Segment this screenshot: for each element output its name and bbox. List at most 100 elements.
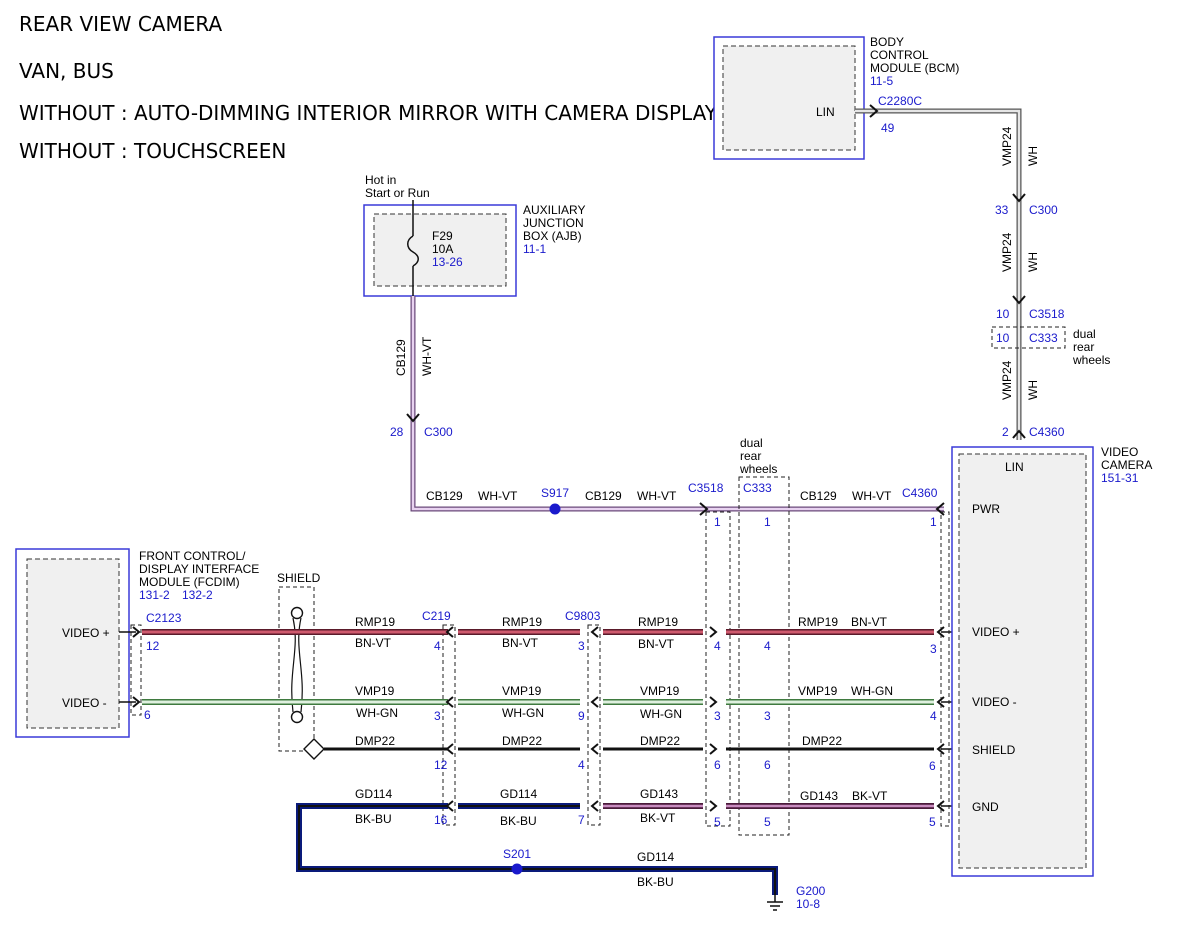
- vm-circuit-4: VMP19: [798, 684, 838, 698]
- gnd-color-2: BK-BU: [500, 814, 537, 828]
- power-wire: CB129 WH-VT 28 C300 CB129 WH-VT S917 CB1…: [390, 296, 945, 529]
- fcdim-pin-minus: 6: [144, 708, 151, 722]
- c3518-arrow-icon: [1012, 295, 1026, 305]
- c300-arrow-icon: [1012, 193, 1026, 203]
- sh-circuit-1: DMP22: [355, 734, 395, 748]
- camera-name-line-1: VIDEO: [1101, 445, 1138, 459]
- vm-circuit-2: VMP19: [502, 684, 542, 698]
- sh-circuit-2: DMP22: [502, 734, 542, 748]
- vm-color-4: WH-GN: [851, 684, 893, 698]
- power-dual-rear-line-1: dual: [740, 436, 763, 450]
- vm-circuit-3: VMP19: [640, 684, 680, 698]
- lin-c4360-pin: 2: [1002, 425, 1009, 439]
- vp-arrow-c219-icon: [445, 626, 454, 638]
- vp-color-1: BN-VT: [355, 636, 392, 650]
- diagram-title: REAR VIEW CAMERA: [19, 12, 222, 36]
- shield-drain-diamond-icon: [303, 738, 325, 760]
- sh-pin-camera: 6: [929, 759, 936, 773]
- ajb-name-line-3: BOX (AJB): [523, 229, 582, 243]
- bcm-ref: 11-5: [870, 74, 893, 88]
- ajb-name-line-2: JUNCTION: [523, 216, 584, 230]
- camera-pin-pwr: PWR: [972, 502, 1000, 516]
- gnd-pin-camera: 5: [929, 815, 936, 829]
- camera-pin-lin: LIN: [1005, 460, 1024, 474]
- power-c3518-name: C3518: [688, 481, 724, 495]
- fcdim-pin-plus: 12: [146, 639, 160, 653]
- shield-wire: DMP22 DMP22 DMP22 DMP22 12 4 6 6 6: [324, 734, 958, 773]
- camera-pin-video-minus: VIDEO -: [972, 695, 1017, 709]
- c2123-connector-box: [130, 624, 142, 716]
- shield-title: SHIELD: [277, 571, 321, 585]
- gnd-arrow-camera-icon: [936, 800, 945, 812]
- c219-connector-box: [442, 624, 456, 826]
- power-dual-rear-line-2: rear: [740, 449, 761, 463]
- c219-name: C219: [422, 609, 451, 623]
- power-circuit-label-1: CB129: [426, 489, 463, 503]
- vp-color-4: BN-VT: [851, 615, 888, 629]
- lin-c333-pin: 10: [996, 331, 1010, 345]
- vp-circuit-2: RMP19: [502, 615, 542, 629]
- power-c3518-pin: 1: [714, 515, 721, 529]
- lin-c3518-name: C3518: [1029, 307, 1065, 321]
- ajb-module: Hot in Start or Run F29 10A 13-26 AUXILI…: [363, 173, 585, 297]
- camera-name-line-2: CAMERA: [1101, 458, 1152, 472]
- sh-pin-c9803: 4: [578, 758, 585, 772]
- sh-arrow-c3518-icon: [709, 743, 718, 755]
- vp-color-2: BN-VT: [502, 636, 539, 650]
- vm-arrow-fcdim-icon: [132, 696, 141, 708]
- ajb-name-line-1: AUXILIARY: [523, 203, 585, 217]
- lin-dual-rear-line-3: wheels: [1072, 353, 1110, 367]
- vm-color-1: WH-GN: [356, 706, 398, 720]
- power-dual-rear-line-3: wheels: [739, 462, 777, 476]
- camera-pin-shield: SHIELD: [972, 743, 1016, 757]
- s201-splice-dot: [511, 863, 523, 875]
- vp-color-3: BN-VT: [638, 637, 675, 651]
- sh-circuit-4: DMP22: [802, 734, 842, 748]
- bcm-connector-arrow-icon: [869, 104, 879, 118]
- lin-dual-rear-line-1: dual: [1073, 327, 1096, 341]
- option-condition-1: WITHOUT : AUTO-DIMMING INTERIOR MIRROR W…: [19, 101, 718, 125]
- sh-pin-c333: 6: [764, 758, 771, 772]
- power-c300-pin: 28: [390, 425, 404, 439]
- lin-color-label-3: WH: [1026, 380, 1040, 400]
- lin-color-label-1: WH: [1026, 146, 1040, 166]
- vp-pin-c3518: 4: [714, 639, 721, 653]
- fcdim-module: VIDEO + VIDEO - FRONT CONTROL/ DISPLAY I…: [15, 548, 259, 738]
- ajb-supply-line-2: Start or Run: [365, 186, 430, 200]
- bcm-name-line-1: BODY: [870, 35, 904, 49]
- vm-pin-c333: 3: [764, 709, 771, 723]
- fcdim-video-plus-label: VIDEO +: [62, 626, 110, 640]
- gnd-arrow-c9803-icon: [590, 800, 599, 812]
- vp-pin-c219: 4: [434, 639, 441, 653]
- lin-c4360-name: C4360: [1029, 425, 1065, 439]
- sh-arrow-camera-icon: [936, 743, 945, 755]
- vp-arrow-fcdim-icon: [132, 626, 141, 638]
- power-color-label-2: WH-VT: [637, 489, 677, 503]
- fcdim-name-line-2: DISPLAY INTERFACE: [139, 562, 259, 576]
- lin-circuit-label-3: VMP24: [1000, 360, 1014, 400]
- bcm-module: LIN BODY CONTROL MODULE (BCM) 11-5 C2280…: [713, 35, 959, 160]
- power-color-label-vertical: WH-VT: [420, 336, 434, 376]
- lin-wire: VMP24 WH VMP24 WH VMP24 WH 33 C300 10 C3…: [855, 104, 1110, 440]
- vm-arrow-c3518-icon: [709, 696, 718, 708]
- vp-pin-c333: 4: [764, 639, 771, 653]
- vm-pin-c3518: 3: [714, 709, 721, 723]
- gnd-pin-c333: 5: [764, 815, 771, 829]
- lin-circuit-label-1: VMP24: [1000, 126, 1014, 166]
- camera-ref: 151-31: [1101, 471, 1139, 485]
- sh-pin-c219: 12: [434, 758, 448, 772]
- vm-circuit-1: VMP19: [355, 684, 395, 698]
- c4360-connector-box: [940, 511, 950, 827]
- sh-pin-c3518: 6: [714, 758, 721, 772]
- fcdim-ref-2: 132-2: [182, 588, 213, 602]
- sh-circuit-3: DMP22: [640, 734, 680, 748]
- gnd-pin-c3518: 5: [714, 815, 721, 829]
- c3518-connector-box: [705, 511, 731, 827]
- bcm-lin-pin-label: LIN: [816, 105, 835, 119]
- shield-symbol: SHIELD: [277, 571, 325, 760]
- vm-arrow-c219-icon: [445, 696, 454, 708]
- fcdim-name-line-1: FRONT CONTROL/: [139, 549, 246, 563]
- vp-arrow-camera-icon: [936, 626, 945, 638]
- ajb-ref: 11-1: [523, 242, 546, 256]
